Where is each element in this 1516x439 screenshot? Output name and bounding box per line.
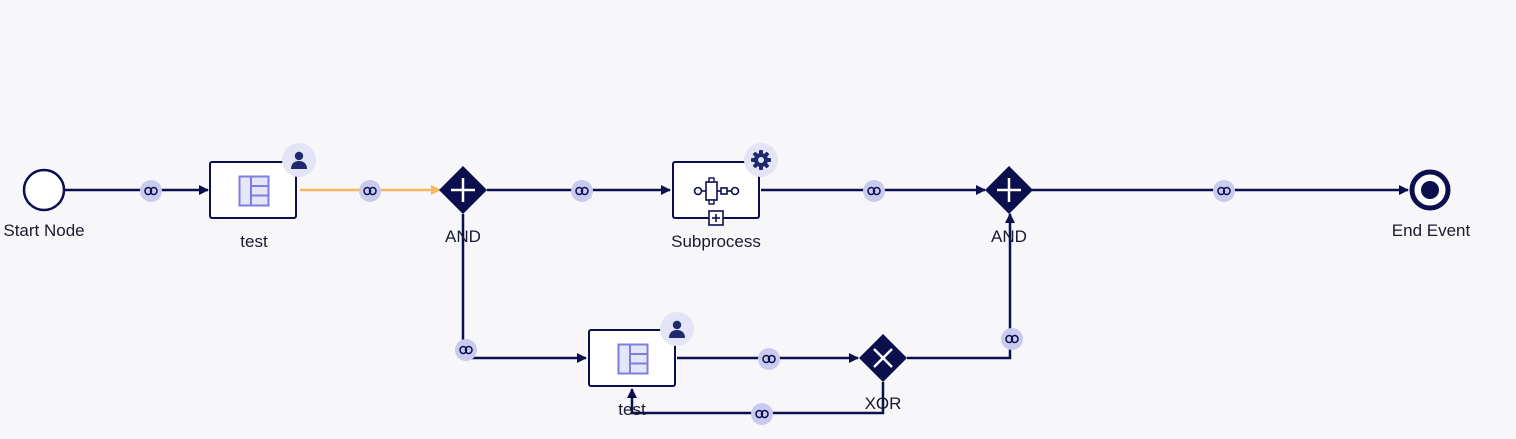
link-icon (363, 186, 377, 196)
link-dot-and-subprocess[interactable] (571, 180, 593, 202)
x-icon (873, 348, 893, 368)
link-dot-and-task2[interactable] (455, 339, 477, 361)
link-icon (762, 354, 776, 364)
start-event-circle[interactable] (22, 168, 66, 212)
service-badge[interactable] (744, 143, 778, 177)
and-join-gateway[interactable] (985, 166, 1033, 214)
and-split-gateway[interactable] (439, 166, 487, 214)
link-icon (867, 186, 881, 196)
edge-and-split-to-task2[interactable] (461, 214, 587, 363)
link-dot-subprocess-and[interactable] (863, 180, 885, 202)
link-icon (1005, 334, 1019, 344)
task-node-test-1[interactable] (209, 161, 297, 219)
subprocess-node[interactable] (672, 161, 760, 226)
link-dot-xor-loop[interactable] (751, 403, 773, 425)
plus-icon (451, 178, 475, 202)
user-icon (291, 151, 307, 169)
end-event-label: End Event (1391, 221, 1471, 240)
xor-gateway[interactable] (859, 334, 907, 382)
link-dot-start-task1[interactable] (140, 180, 162, 202)
link-icon (755, 409, 769, 419)
expand-plus-icon[interactable] (708, 210, 724, 226)
gear-icon (751, 150, 771, 170)
task1-label: test (240, 232, 268, 251)
form-icon (617, 343, 649, 375)
link-dot-xor-and[interactable] (1001, 328, 1023, 350)
and-join-label: AND (991, 227, 1027, 246)
link-icon (575, 186, 589, 196)
user-icon (669, 320, 685, 338)
link-icon (144, 186, 158, 196)
task2-label: test (618, 400, 646, 419)
xor-label: XOR (864, 394, 902, 413)
link-icon (459, 345, 473, 355)
link-dot-and-end[interactable] (1213, 180, 1235, 202)
form-icon (238, 175, 270, 207)
link-dot-task1-and[interactable] (359, 180, 381, 202)
task-node-test-2[interactable] (588, 329, 676, 387)
user-badge[interactable] (282, 143, 316, 177)
link-icon (1217, 186, 1231, 196)
subprocess-flow-icon (693, 177, 740, 205)
end-event-circle[interactable] (1409, 169, 1451, 211)
edge-xor-to-and-join[interactable] (907, 213, 1015, 360)
and-split-label: AND (445, 227, 481, 246)
plus-icon (997, 178, 1021, 202)
subprocess-label: Subprocess (671, 232, 761, 251)
user-badge[interactable] (660, 312, 694, 346)
link-dot-task2-xor[interactable] (758, 348, 780, 370)
start-node-label: Start Node (3, 221, 85, 240)
